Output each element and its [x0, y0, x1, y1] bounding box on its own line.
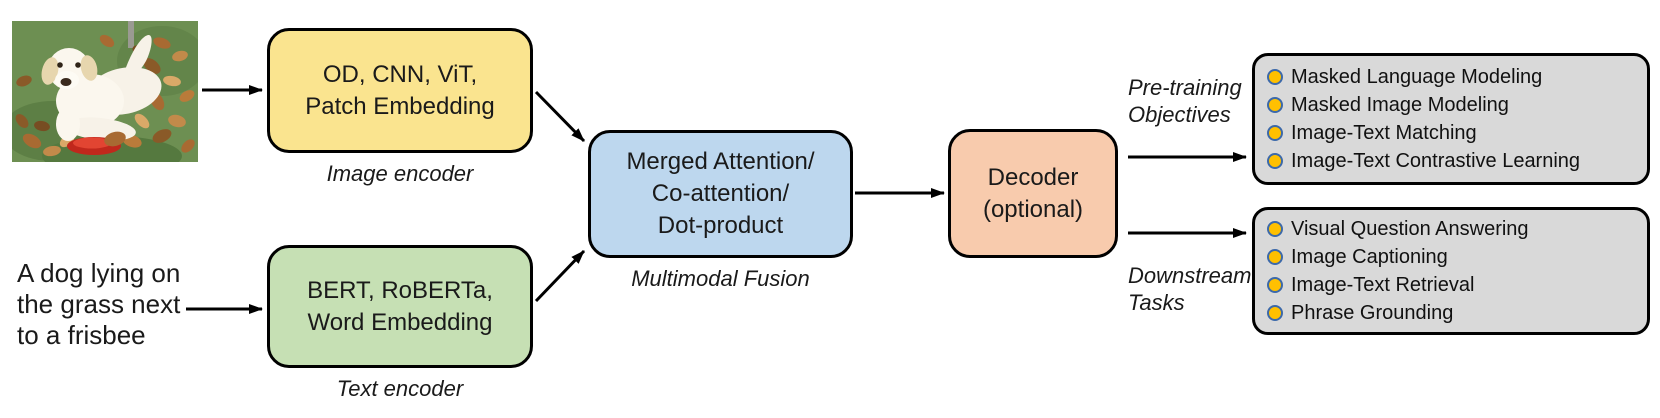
list-item: Image Captioning: [1267, 243, 1639, 271]
list-item: Image-Text Matching: [1267, 119, 1639, 147]
dog-nose: [60, 78, 72, 86]
circle-bullet-icon: [1267, 69, 1283, 85]
circle-bullet-icon: [1267, 305, 1283, 321]
multimodal-fusion-label: Multimodal Fusion: [631, 266, 810, 291]
text-input-line: A dog lying on: [17, 258, 181, 288]
decoder-box: Decoder (optional): [948, 129, 1118, 258]
circle-bullet-icon: [1267, 221, 1283, 237]
arrow-text-encoder-to-fusion: [534, 249, 586, 303]
fusion-text: Dot-product: [657, 212, 784, 239]
downstream-tasks-label: Downstream Tasks: [1128, 263, 1252, 315]
decoder-text: Decoder: [987, 163, 1079, 191]
circle-bullet-icon: [1267, 153, 1283, 169]
decoder-text: (optional): [982, 195, 1084, 223]
list-item: Masked Language Modeling: [1267, 63, 1639, 91]
arrow-image-encoder-to-fusion: [534, 90, 586, 143]
circle-bullet-icon: [1267, 97, 1283, 113]
dog: [41, 34, 162, 141]
list-item: Image-Text Contrastive Learning: [1267, 147, 1639, 175]
text-input-line: to a frisbee: [17, 320, 146, 350]
list-item: Image-Text Retrieval: [1267, 271, 1639, 299]
dog-eye: [57, 62, 63, 68]
image-encoder-box: OD, CNN, ViT, Patch Embedding: [267, 28, 533, 153]
pretraining-objectives-label: Pre-training Objectives: [1128, 75, 1242, 127]
dog-photo: [12, 21, 198, 162]
frisbee: [67, 131, 126, 155]
text-input-caption: A dog lying on the grass next to a frisb…: [17, 258, 180, 351]
dog-eye: [75, 62, 81, 68]
circle-bullet-icon: [1267, 249, 1283, 265]
multimodal-fusion-box: Merged Attention/ Co-attention/ Dot-prod…: [588, 130, 853, 258]
circle-bullet-icon: [1267, 125, 1283, 141]
text-encoder-label: Text encoder: [336, 376, 464, 401]
text-input-line: the grass next: [17, 289, 181, 319]
text-encoder-text: BERT, RoBERTa,: [307, 276, 493, 304]
list-item: Phrase Grounding: [1267, 299, 1639, 327]
pole: [128, 21, 134, 48]
text-encoder-text: Word Embedding: [307, 308, 493, 336]
fusion-text: Merged Attention/: [626, 148, 815, 175]
list-item: Masked Image Modeling: [1267, 91, 1639, 119]
fusion-text: Co-attention/: [651, 180, 790, 207]
pretraining-objectives-panel: Masked Language Modeling Masked Image Mo…: [1252, 53, 1650, 185]
text-encoder-box: BERT, RoBERTa, Word Embedding: [267, 245, 533, 368]
downstream-tasks-panel: Visual Question Answering Image Captioni…: [1252, 207, 1650, 335]
image-encoder-label: Image encoder: [326, 161, 474, 186]
circle-bullet-icon: [1267, 277, 1283, 293]
list-item: Visual Question Answering: [1267, 215, 1639, 243]
image-encoder-text: Patch Embedding: [305, 92, 495, 120]
image-encoder-text: OD, CNN, ViT,: [322, 60, 478, 88]
